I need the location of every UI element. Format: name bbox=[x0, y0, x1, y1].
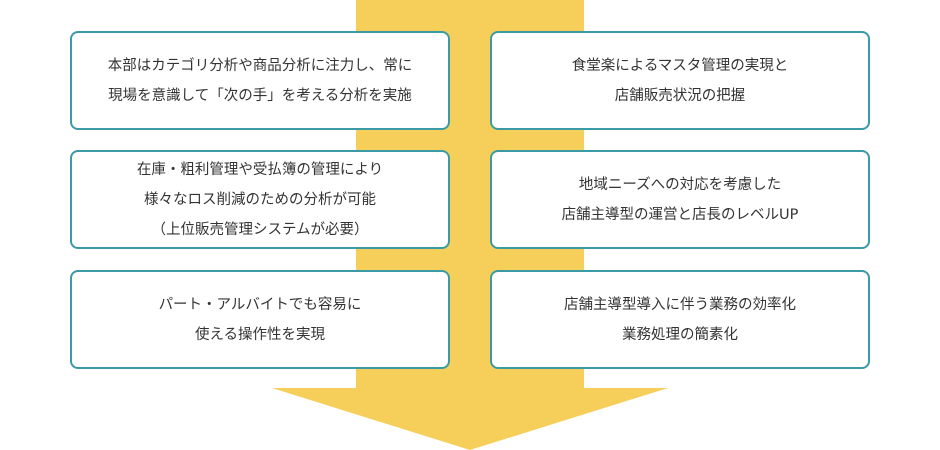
card-headquarters-analysis: 本部はカテゴリ分析や商品分析に注力し、常に 現場を意識して「次の手」を考える分析… bbox=[70, 31, 450, 130]
card-easy-operation: パート・アルバイトでも容易に 使える操作性を実現 bbox=[70, 270, 450, 369]
card-inventory-loss-analysis: 在庫・粗利管理や受払簿の管理により 様々なロス削減のための分析が可能 （上位販売… bbox=[70, 150, 450, 249]
card-line: 店舗主導型の運営と店長のレベルUP bbox=[561, 206, 799, 223]
card-line: 地域ニーズへの対応を考慮した bbox=[578, 176, 782, 193]
card-operational-efficiency: 店舗主導型導入に伴う業務の効率化 業務処理の簡素化 bbox=[490, 270, 870, 369]
card-line: 店舗販売状況の把握 bbox=[614, 87, 746, 104]
card-line: パート・アルバイトでも容易に bbox=[158, 296, 362, 313]
card-line: 様々なロス削減のための分析が可能 bbox=[144, 191, 376, 208]
card-line: 使える操作性を実現 bbox=[194, 326, 326, 343]
card-line: 食堂楽によるマスタ管理の実現と bbox=[571, 57, 789, 74]
card-regional-needs: 地域ニーズへの対応を考慮した 店舗主導型の運営と店長のレベルUP bbox=[490, 150, 870, 249]
card-line: 在庫・粗利管理や受払簿の管理により bbox=[136, 161, 384, 178]
card-line: 業務処理の簡素化 bbox=[622, 326, 738, 343]
card-line: 店舗主導型導入に伴う業務の効率化 bbox=[564, 296, 796, 313]
card-master-management: 食堂楽によるマスタ管理の実現と 店舗販売状況の把握 bbox=[490, 31, 870, 130]
card-line: 現場を意識して「次の手」を考える分析を実施 bbox=[108, 87, 412, 104]
card-line: （上位販売管理システムが必要） bbox=[151, 221, 369, 238]
card-line: 本部はカテゴリ分析や商品分析に注力し、常に bbox=[107, 57, 413, 74]
